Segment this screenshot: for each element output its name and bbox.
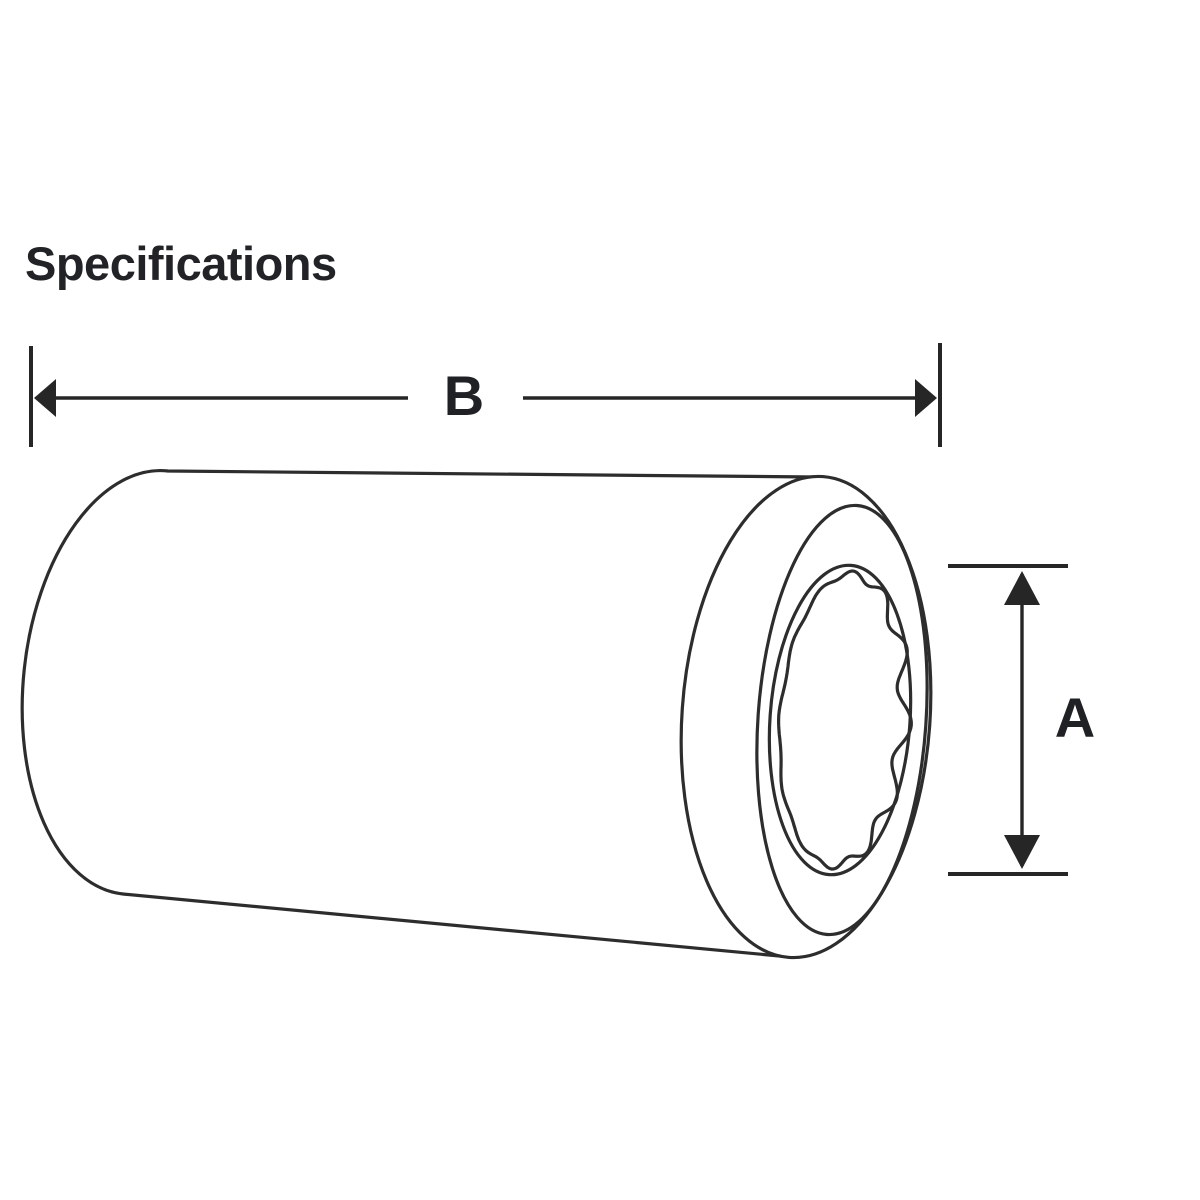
- dim-a-label: A: [1055, 686, 1095, 749]
- dim-b-right-arrowhead-icon: [915, 379, 937, 417]
- dim-a-bottom-arrowhead-icon: [1004, 835, 1040, 869]
- dimension-b: B: [29, 343, 942, 447]
- spline-bore-profile: [777, 569, 913, 871]
- page-title: Specifications: [25, 237, 337, 290]
- dim-b-label: B: [444, 364, 484, 427]
- dimension-a: A: [948, 564, 1095, 876]
- cylinder-body-outline: [20, 468, 816, 959]
- dim-b-left-arrowhead-icon: [34, 379, 56, 417]
- spline-group: [777, 569, 913, 871]
- dim-a-top-arrowhead-icon: [1004, 571, 1040, 605]
- cylinder-drawing: [20, 468, 933, 960]
